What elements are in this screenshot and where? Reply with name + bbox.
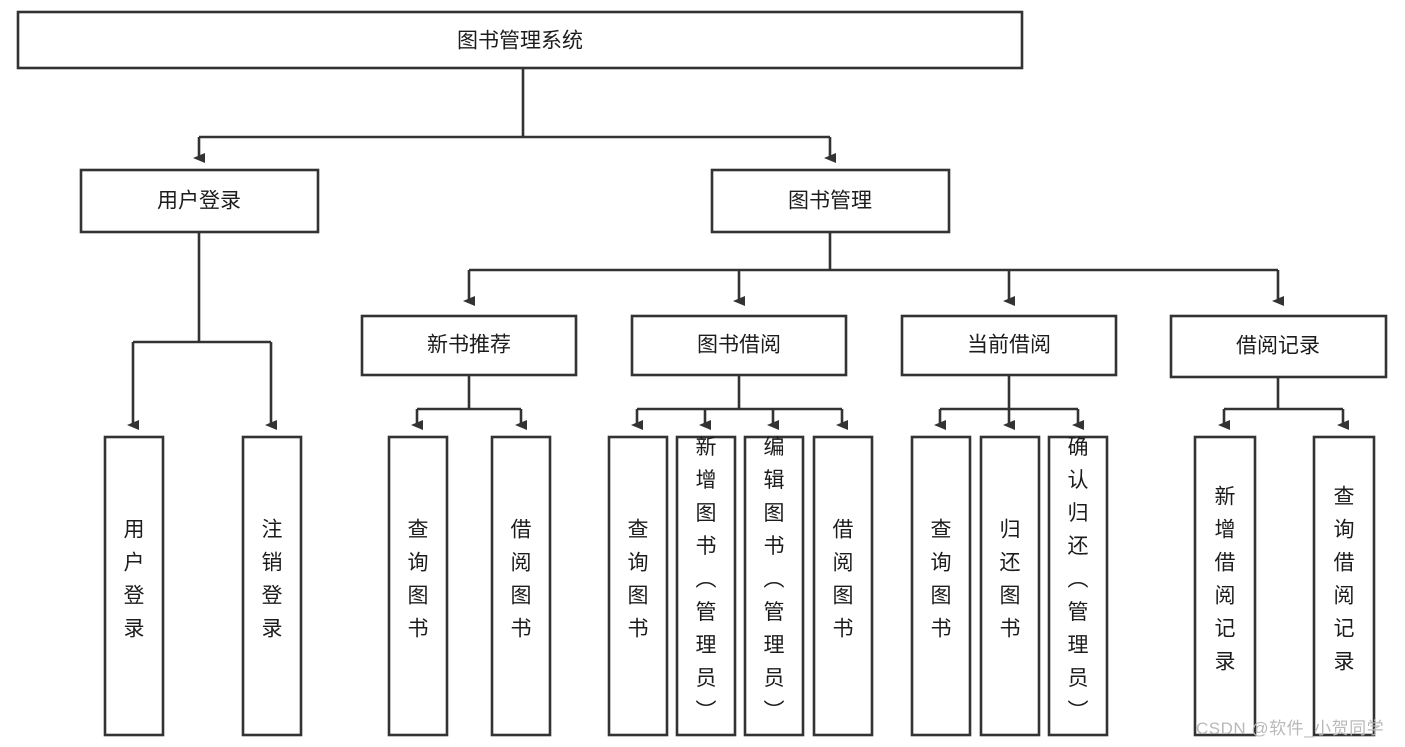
leaf-label: 新增借阅记录 xyxy=(1215,486,1236,674)
leaf-label: 归还图书 xyxy=(1000,519,1021,641)
leaf-label: 借阅图书 xyxy=(511,519,532,641)
node-borrow-record-box[interactable] xyxy=(1169,314,1388,379)
leaf-label: 查询图书 xyxy=(408,519,429,641)
node-user-login-box[interactable] xyxy=(79,168,320,234)
leaf-new-book-rec-0[interactable]: 查询图书 xyxy=(387,435,449,737)
leaf-box[interactable] xyxy=(1047,435,1109,737)
leaf-label: 用户登录 xyxy=(124,519,145,641)
leaf-label: 注销登录 xyxy=(262,519,283,641)
csdn-watermark: CSDN @软件_小贺同学 xyxy=(1196,719,1385,738)
leaf-label: 查询借阅记录 xyxy=(1334,486,1355,674)
leaf-box[interactable] xyxy=(675,435,737,737)
node-user-login-label: 用户登录 xyxy=(157,190,241,213)
leaf-box[interactable] xyxy=(743,435,805,737)
leaf-user-login-1[interactable]: 注销登录 xyxy=(241,435,303,737)
node-book-borrow-label: 图书借阅 xyxy=(697,334,781,357)
leaf-user-login-0[interactable]: 用户登录 xyxy=(103,435,165,737)
leaf-borrow-record-0[interactable]: 新增借阅记录 xyxy=(1193,435,1257,737)
leaf-box[interactable] xyxy=(387,435,449,737)
leaf-book-borrow-0[interactable]: 查询图书 xyxy=(607,435,669,737)
node-root-box[interactable] xyxy=(16,10,1024,70)
node-user-login[interactable]: 用户登录 xyxy=(79,168,320,234)
node-borrow-record[interactable]: 借阅记录 xyxy=(1169,314,1388,379)
leaf-book-borrow-3[interactable]: 借阅图书 xyxy=(812,435,874,737)
leaf-current-borrow-1[interactable]: 归还图书 xyxy=(979,435,1041,737)
node-root-label: 图书管理系统 xyxy=(457,30,583,53)
edges-current-borrow xyxy=(934,375,1084,430)
leaf-box[interactable] xyxy=(1312,435,1376,737)
leaf-label: 新增图书︵管理员︶ xyxy=(696,436,717,723)
leaf-label: 查询图书 xyxy=(931,519,952,641)
leaf-box[interactable] xyxy=(103,435,165,737)
leaf-label: 确认归还︵管理员︶ xyxy=(1068,436,1089,723)
leaf-box[interactable] xyxy=(490,435,552,737)
node-current-borrow-label: 当前借阅 xyxy=(967,334,1051,357)
leaf-box[interactable] xyxy=(910,435,972,737)
leaf-current-borrow-0[interactable]: 查询图书 xyxy=(910,435,972,737)
edges-user-login xyxy=(127,232,277,430)
node-book-manage[interactable]: 图书管理 xyxy=(710,168,951,234)
edges-new-book-rec xyxy=(411,375,527,430)
edges-book-borrow xyxy=(631,375,848,430)
edges-book-manage xyxy=(463,232,1284,306)
leaf-new-book-rec-1[interactable]: 借阅图书 xyxy=(490,435,552,737)
leaf-box[interactable] xyxy=(241,435,303,737)
node-new-book-rec[interactable]: 新书推荐 xyxy=(360,314,578,377)
node-new-book-rec-box[interactable] xyxy=(360,314,578,377)
leaf-box[interactable] xyxy=(812,435,874,737)
leaf-label: 查询图书 xyxy=(628,519,649,641)
leaf-book-borrow-1[interactable]: 新增图书︵管理员︶ xyxy=(675,435,737,737)
leaf-label: 借阅图书 xyxy=(833,519,854,641)
node-current-borrow-box[interactable] xyxy=(900,314,1118,377)
leaf-borrow-record-1[interactable]: 查询借阅记录 xyxy=(1312,435,1376,737)
node-book-manage-label: 图书管理 xyxy=(788,190,872,213)
leaf-box[interactable] xyxy=(607,435,669,737)
leaf-box[interactable] xyxy=(979,435,1041,737)
node-book-borrow[interactable]: 图书借阅 xyxy=(630,314,848,377)
leaf-book-borrow-2[interactable]: 编辑图书︵管理员︶ xyxy=(743,435,805,737)
node-current-borrow[interactable]: 当前借阅 xyxy=(900,314,1118,377)
node-book-borrow-box[interactable] xyxy=(630,314,848,377)
node-book-manage-box[interactable] xyxy=(710,168,951,234)
node-new-book-rec-label: 新书推荐 xyxy=(427,334,511,357)
node-borrow-record-label: 借阅记录 xyxy=(1236,335,1320,358)
edges-borrow-record xyxy=(1218,377,1349,430)
edges-root xyxy=(193,68,836,163)
leaf-label: 编辑图书︵管理员︶ xyxy=(764,436,785,723)
node-root[interactable]: 图书管理系统 xyxy=(16,10,1024,70)
leaf-box[interactable] xyxy=(1193,435,1257,737)
leaf-current-borrow-2[interactable]: 确认归还︵管理员︶ xyxy=(1047,435,1109,737)
